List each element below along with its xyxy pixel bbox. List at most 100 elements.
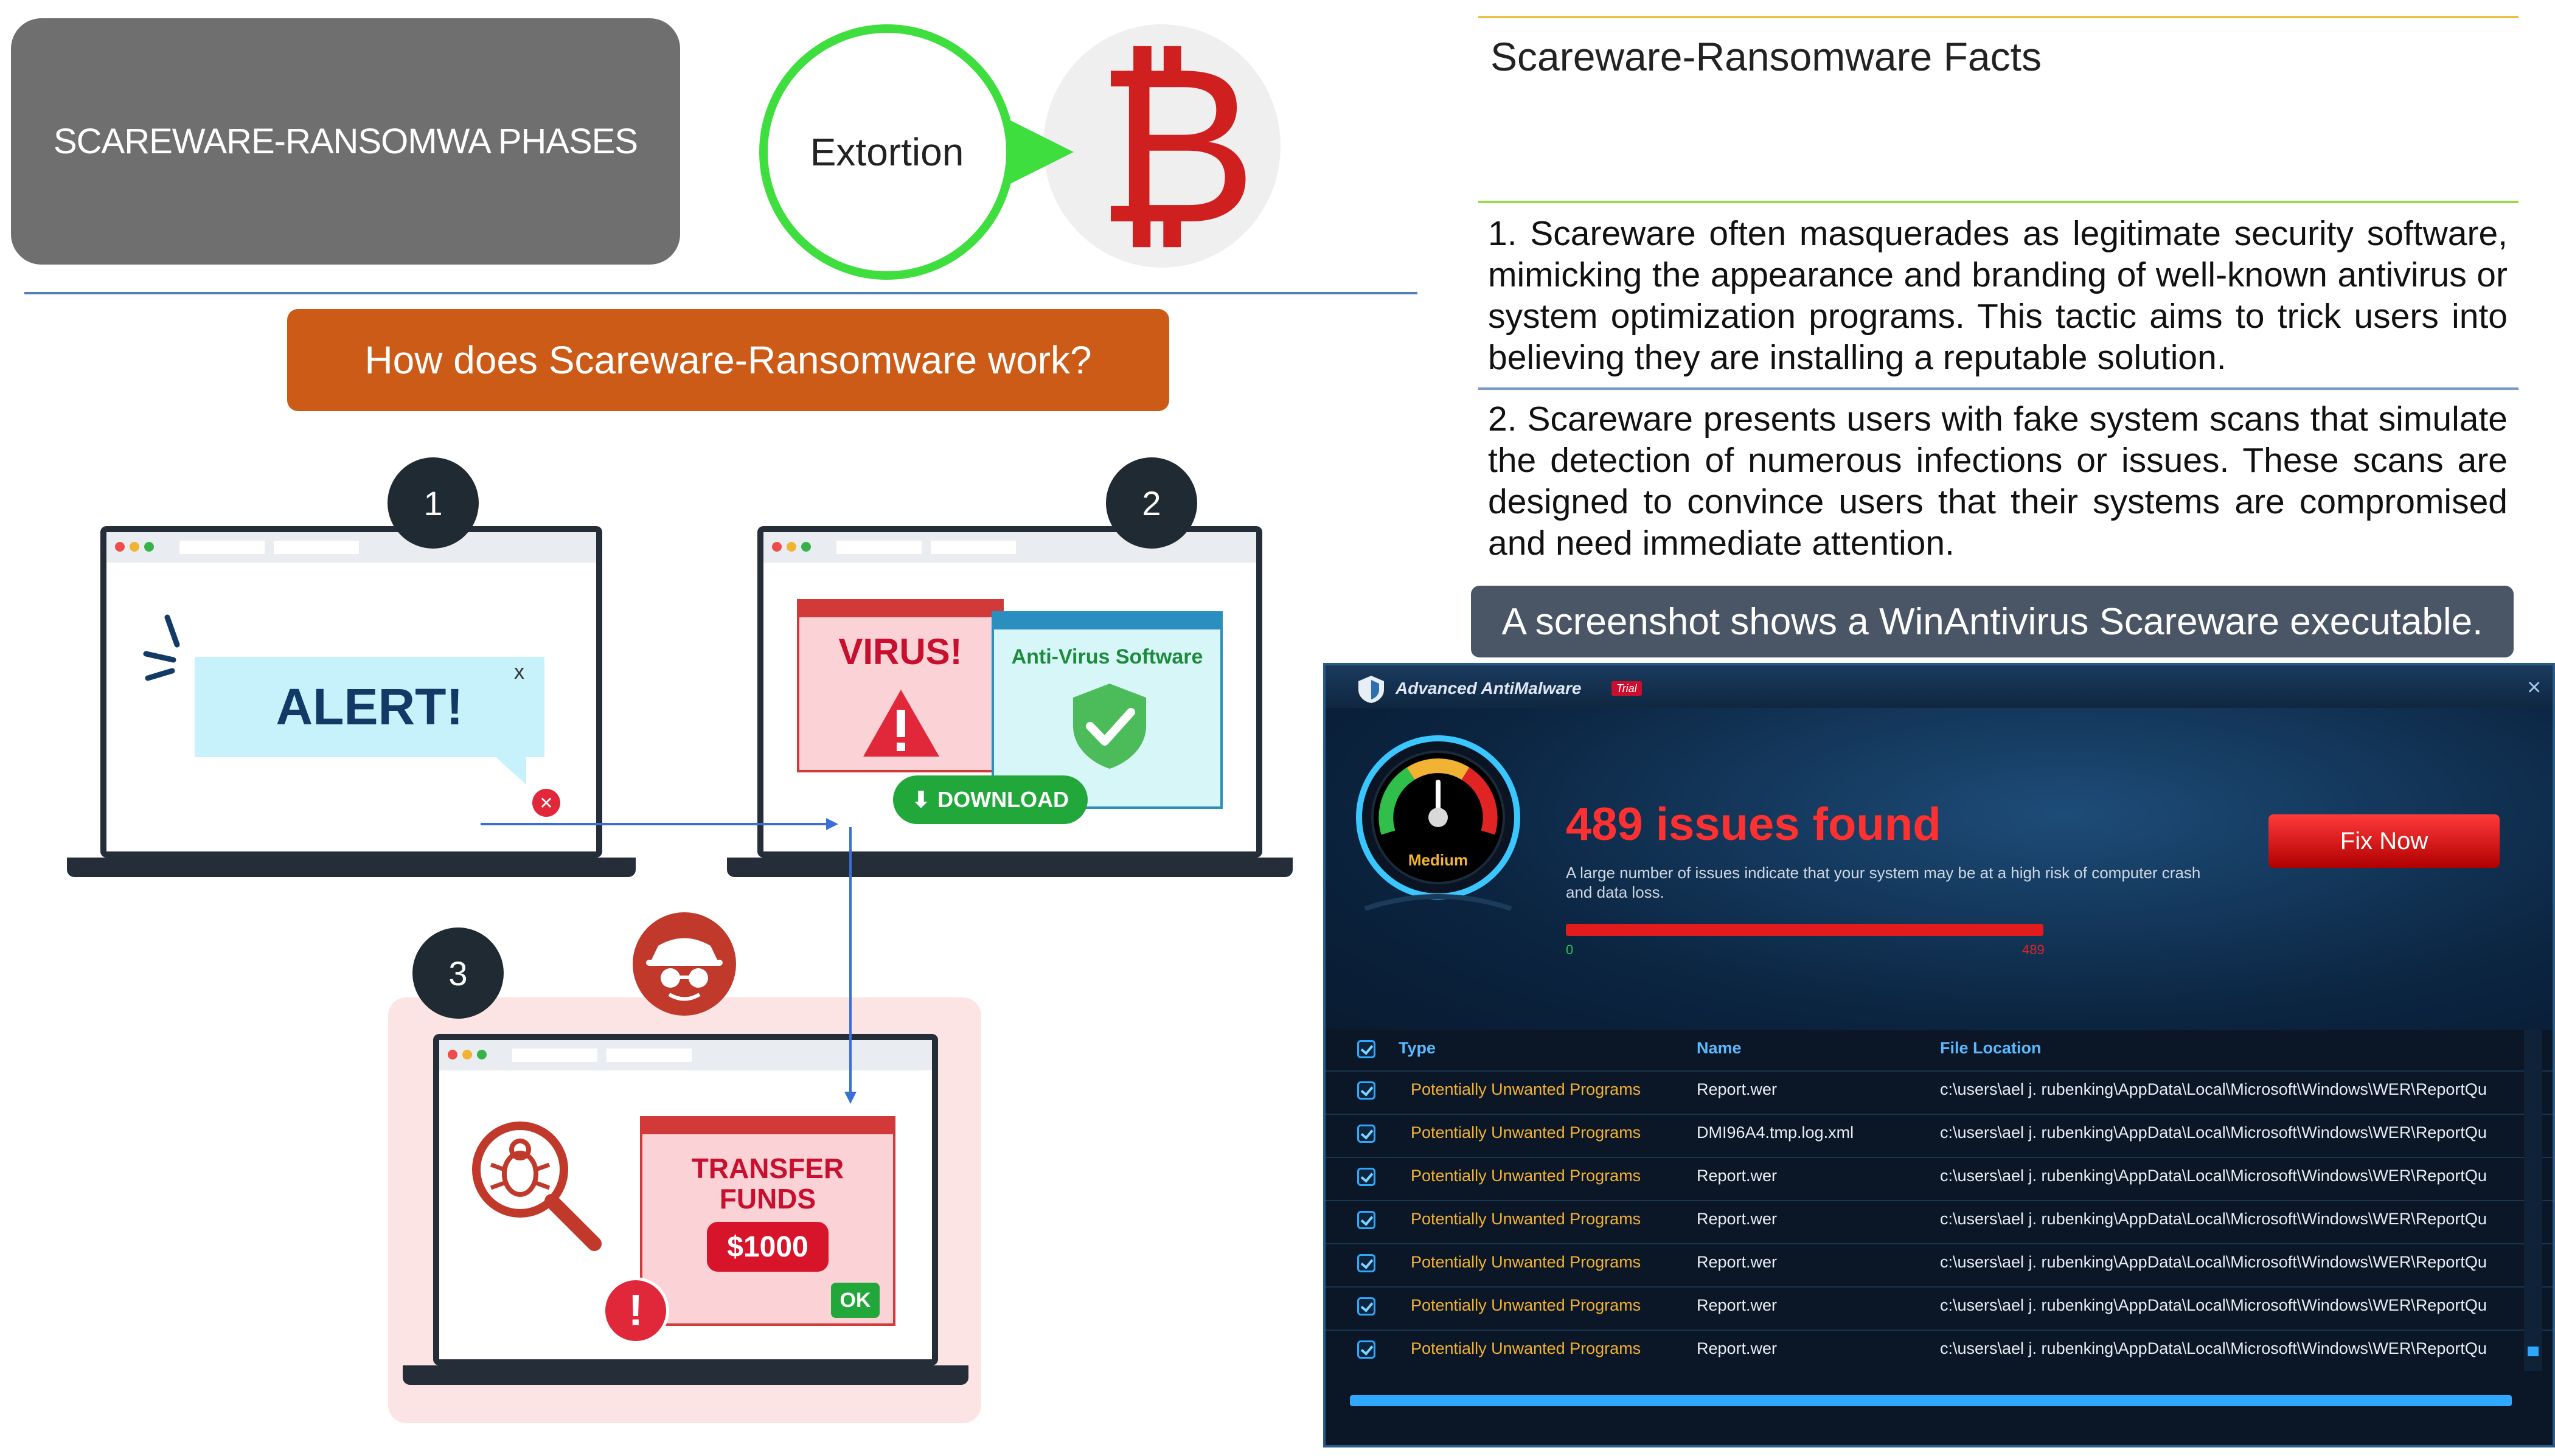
close-button[interactable]: × bbox=[2527, 674, 2542, 701]
row-checkbox[interactable] bbox=[1357, 1340, 1375, 1359]
select-all-checkbox[interactable] bbox=[1357, 1040, 1375, 1058]
warning-icon bbox=[863, 690, 939, 757]
col-name: Name bbox=[1697, 1039, 1742, 1057]
transfer-text: TRANSFER bbox=[691, 1153, 844, 1184]
scan-summary: Medium 489 issues found A large number o… bbox=[1326, 708, 2553, 1061]
row-checkbox[interactable] bbox=[1357, 1211, 1375, 1229]
gauge-icon bbox=[1356, 735, 1520, 911]
row-location: c:\users\ael j. rubenking\AppData\Local\… bbox=[1940, 1080, 2487, 1098]
virus-window: VIRUS! bbox=[797, 599, 1004, 772]
app-shield-icon bbox=[1358, 676, 1384, 703]
ok-button[interactable]: OK bbox=[831, 1283, 880, 1318]
browser-bar bbox=[106, 532, 596, 563]
row-location: c:\users\ael j. rubenking\AppData\Local\… bbox=[1940, 1210, 2487, 1228]
table-row[interactable]: Potentially Unwanted Programs Report.wer c… bbox=[1326, 1157, 2553, 1198]
row-checkbox[interactable] bbox=[1357, 1297, 1375, 1316]
table-header: Type Name File Location bbox=[1326, 1030, 2553, 1070]
row-name: Report.wer bbox=[1697, 1296, 1778, 1314]
error-icon: ✕ bbox=[532, 789, 560, 817]
top-rule bbox=[1478, 16, 2518, 18]
row-name: Report.wer bbox=[1697, 1080, 1778, 1098]
laptop-2: VIRUS! Anti-Virus Software ⬇DOWNLOAD bbox=[757, 526, 1262, 858]
row-type: Potentially Unwanted Programs bbox=[1411, 1210, 1641, 1228]
how-label: How does Scareware-Ransomware work? bbox=[364, 338, 1092, 382]
bitcoin-badge bbox=[1043, 24, 1281, 268]
transfer-window: TRANSFER FUNDS $1000 OK bbox=[640, 1116, 895, 1326]
trial-badge: Trial bbox=[1611, 681, 1642, 696]
bar-min: 0 bbox=[1566, 942, 1574, 957]
bitcoin-icon: ₿ bbox=[1095, 18, 1257, 273]
laptop-1-base bbox=[67, 858, 636, 877]
divider bbox=[24, 292, 1417, 294]
fact-1: 1. Scareware often masquerades as legiti… bbox=[1488, 214, 2508, 377]
fact-divider bbox=[1478, 387, 2518, 390]
antivirus-window: Anti-Virus Software bbox=[992, 611, 1223, 809]
row-type: Potentially Unwanted Programs bbox=[1411, 1167, 1641, 1185]
step-number-3: 3 bbox=[412, 927, 504, 1019]
laptop-3-base bbox=[403, 1365, 968, 1385]
row-type: Potentially Unwanted Programs bbox=[1411, 1080, 1641, 1098]
issues-count: 489 issues found bbox=[1566, 799, 1941, 850]
scareware-screenshot: Advanced AntiMalware Trial × Medium 489 … bbox=[1323, 663, 2555, 1447]
exclamation-icon: ! bbox=[602, 1277, 669, 1344]
row-checkbox[interactable] bbox=[1357, 1125, 1375, 1143]
alert-lines-icon bbox=[143, 614, 180, 681]
row-location: c:\users\ael j. rubenking\AppData\Local\… bbox=[1940, 1253, 2487, 1271]
row-checkbox[interactable] bbox=[1357, 1168, 1375, 1186]
gauge-label: Medium bbox=[1408, 851, 1469, 869]
fix-now-button[interactable]: Fix Now bbox=[2268, 814, 2500, 868]
step-number-2: 2 bbox=[1106, 457, 1197, 549]
fact-2: 2. Scareware presents users with fake sy… bbox=[1488, 400, 2508, 563]
phases-label: SCAREWARE-RANSOMWA PHASES bbox=[53, 122, 638, 161]
scrollbar-vertical[interactable] bbox=[2524, 1030, 2542, 1371]
funds-text: FUNDS bbox=[719, 1183, 816, 1215]
col-location: File Location bbox=[1940, 1039, 2042, 1057]
results-table: Type Name File Location Potentially Unwa… bbox=[1326, 1030, 2553, 1445]
table-row[interactable]: Potentially Unwanted Programs DMI96A4.tmp… bbox=[1326, 1114, 2553, 1155]
step-number-1: 1 bbox=[388, 457, 479, 549]
amount-badge: $1000 bbox=[707, 1222, 829, 1272]
arrow-shape bbox=[1007, 119, 1074, 185]
antivirus-title: Anti-Virus Software bbox=[1011, 645, 1203, 668]
caption-text: A screenshot shows a WinAntivirus Scarew… bbox=[1501, 600, 2483, 643]
facts-title: Scareware-Ransomware Facts bbox=[1490, 34, 2042, 79]
bug-search-icon bbox=[472, 1121, 602, 1251]
row-location: c:\users\ael j. rubenking\AppData\Local\… bbox=[1940, 1167, 2487, 1185]
row-type: Potentially Unwanted Programs bbox=[1411, 1123, 1641, 1142]
row-checkbox[interactable] bbox=[1357, 1081, 1375, 1100]
table-row[interactable]: Potentially Unwanted Programs Report.wer c… bbox=[1326, 1329, 2553, 1371]
row-location: c:\users\ael j. rubenking\AppData\Local\… bbox=[1940, 1339, 2487, 1357]
alert-text: ALERT! bbox=[276, 678, 464, 735]
issues-progress-bar bbox=[1566, 924, 2043, 936]
row-type: Potentially Unwanted Programs bbox=[1411, 1339, 1641, 1357]
virus-text: VIRUS! bbox=[838, 631, 962, 672]
col-type: Type bbox=[1399, 1039, 1436, 1057]
row-name: DMI96A4.tmp.log.xml bbox=[1697, 1123, 1854, 1142]
row-location: c:\users\ael j. rubenking\AppData\Local\… bbox=[1940, 1123, 2487, 1142]
download-button[interactable]: ⬇DOWNLOAD bbox=[893, 775, 1088, 824]
title-bar bbox=[1326, 665, 2553, 708]
laptop-2-base bbox=[727, 858, 1293, 877]
row-type: Potentially Unwanted Programs bbox=[1411, 1253, 1641, 1271]
laptop-1: ALERT! x ✕ bbox=[100, 526, 602, 858]
app-title: Advanced AntiMalware bbox=[1396, 679, 1582, 698]
close-icon: x bbox=[514, 660, 524, 684]
phases-box: SCAREWARE-RANSOMWA PHASES bbox=[11, 18, 680, 265]
bar-max: 489 bbox=[2022, 942, 2045, 957]
row-checkbox[interactable] bbox=[1357, 1254, 1375, 1272]
hacker-icon bbox=[633, 912, 736, 1016]
how-box: How does Scareware-Ransomware work? bbox=[287, 309, 1169, 411]
alert-box: ALERT! x bbox=[195, 657, 544, 757]
row-name: Report.wer bbox=[1697, 1339, 1778, 1357]
issues-description: A large number of issues indicate that y… bbox=[1566, 864, 2201, 901]
scrollbar-horizontal[interactable] bbox=[1350, 1395, 2512, 1406]
download-label: DOWNLOAD bbox=[937, 787, 1069, 812]
download-icon: ⬇ bbox=[911, 787, 931, 812]
row-name: Report.wer bbox=[1697, 1167, 1778, 1185]
table-row[interactable]: Potentially Unwanted Programs Report.wer c… bbox=[1326, 1070, 2553, 1112]
